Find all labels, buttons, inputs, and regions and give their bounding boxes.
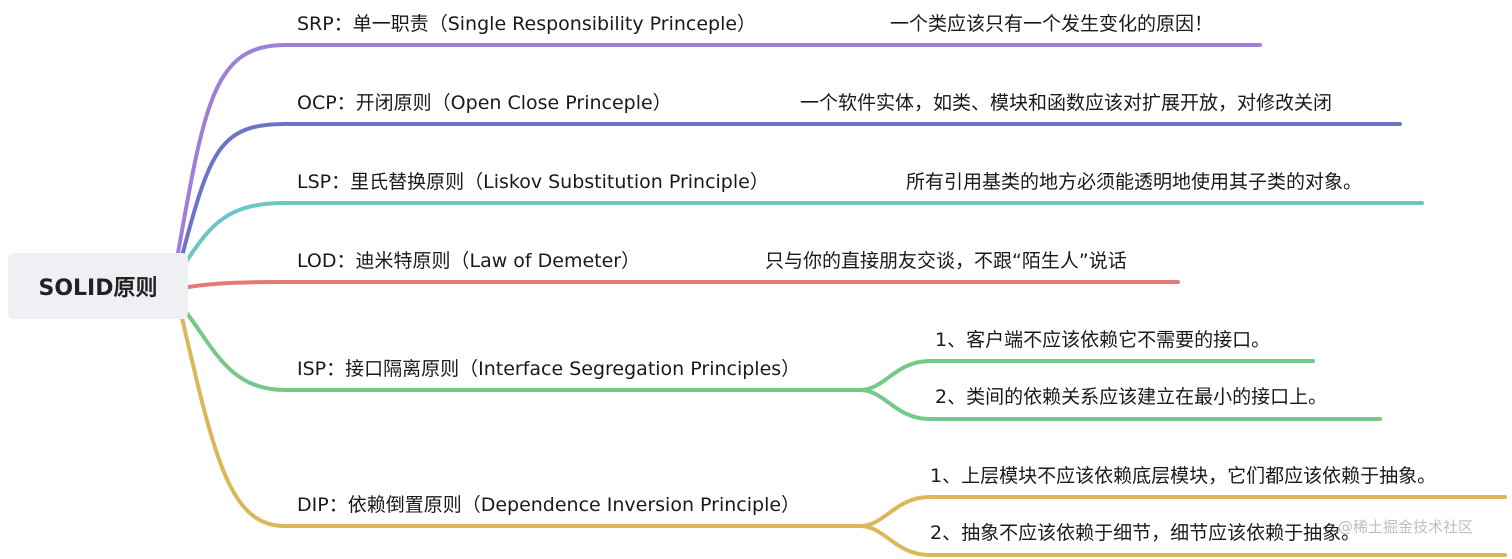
leaf-label-dip-1[interactable]: 1、上层模块不应该依赖底层模块，它们都应该依赖于抽象。	[930, 465, 1437, 487]
leaf-line-isp-1	[858, 359, 1315, 392]
leaf-line-dip-1	[858, 495, 1507, 528]
watermark: @稀土掘金技术社区	[1338, 518, 1474, 536]
branch-label-srp[interactable]: SRP：单一职责（Single Responsibility Princeple…	[297, 13, 757, 35]
leaf-line-isp-2	[858, 388, 1382, 421]
leaf-label-lod[interactable]: 只与你的直接朋友交谈，不跟“陌生人”说话	[765, 250, 1127, 272]
leaf-label-isp-2[interactable]: 2、类间的依赖关系应该建立在最小的接口上。	[935, 386, 1328, 408]
branch-line-lod	[186, 280, 1180, 289]
branch-label-lsp[interactable]: LSP：里氏替换原则（Liskov Substitution Principle…	[297, 171, 769, 193]
leaf-label-ocp[interactable]: 一个软件实体，如类、模块和函数应该对扩展开放，对修改关闭	[800, 92, 1333, 114]
branch-line-ocp	[180, 122, 1402, 258]
branch-label-ocp[interactable]: OCP：开闭原则（Open Close Princeple）	[297, 92, 672, 114]
branch-line-isp	[184, 310, 862, 392]
leaf-label-srp[interactable]: 一个类应该只有一个发生变化的原因！	[890, 13, 1214, 35]
branch-label-dip[interactable]: DIP：依赖倒置原则（Dependence Inversion Principl…	[297, 494, 801, 516]
root-node[interactable]: SOLID原则	[8, 253, 188, 319]
branch-line-dip	[180, 316, 862, 528]
branch-line-srp	[176, 43, 1262, 255]
branch-label-isp[interactable]: ISP：接口隔离原则（Interface Segregation Princip…	[297, 358, 801, 380]
leaf-line-dip-2	[858, 524, 1507, 557]
branch-line-lsp	[184, 201, 1424, 264]
leaf-label-isp-1[interactable]: 1、客户端不应该依赖它不需要的接口。	[935, 329, 1271, 351]
leaf-label-lsp[interactable]: 所有引用基类的地方必须能透明地使用其子类的对象。	[906, 171, 1363, 193]
branch-label-lod[interactable]: LOD：迪米特原则（Law of Demeter）	[297, 250, 641, 272]
leaf-label-dip-2[interactable]: 2、抽象不应该依赖于细节，细节应该依赖于抽象。	[930, 522, 1361, 544]
